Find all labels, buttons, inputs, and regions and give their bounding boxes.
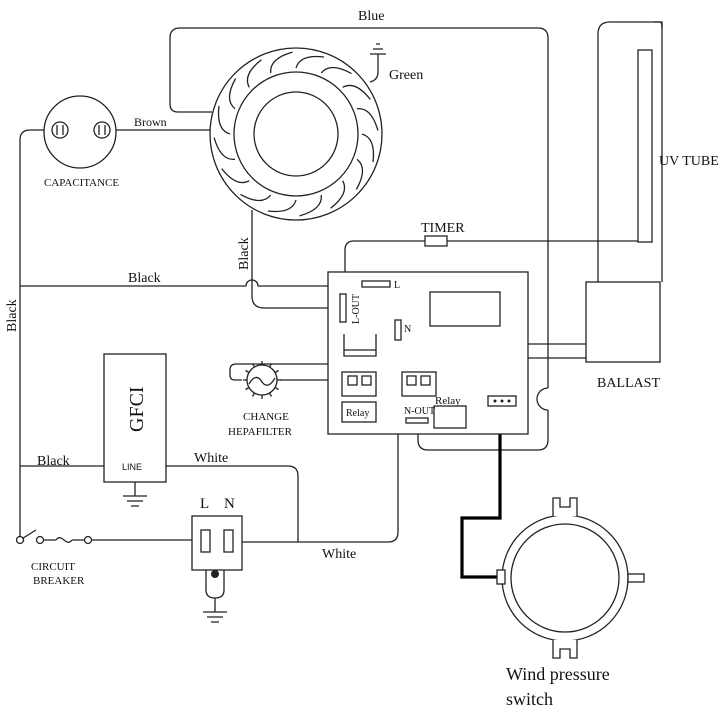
capacitor — [43, 95, 117, 169]
black-fan-wire — [251, 210, 340, 309]
l-out-terminal — [339, 293, 347, 323]
green-label: Green — [389, 68, 423, 83]
n-terminal — [394, 319, 402, 341]
breaker-contact-1 — [15, 535, 25, 545]
timer-wire — [344, 240, 638, 278]
circuit-label: CIRCUIT — [31, 561, 75, 573]
sensor-tick — [274, 386, 279, 391]
sensor-tick — [268, 392, 273, 397]
fan-blade — [267, 199, 297, 213]
fan-ground-icon — [369, 43, 386, 83]
plug-n-slot — [223, 529, 234, 553]
timer-fuse[interactable] — [424, 235, 448, 247]
fan-blade — [221, 168, 250, 184]
display-window — [429, 291, 501, 327]
neutral-wire — [236, 340, 399, 543]
change-label: CHANGE — [243, 411, 289, 423]
power-plug — [191, 515, 243, 623]
fan-blade — [228, 78, 237, 110]
wind-pressure-label: Wind pressure — [506, 664, 610, 684]
breaker-label: BREAKER — [33, 575, 85, 587]
fan-blade — [240, 193, 272, 202]
fan-blade — [213, 137, 236, 160]
fan-blade — [342, 84, 371, 100]
l-terminal-label: L — [394, 280, 400, 291]
fan-blade — [330, 180, 346, 209]
uv-ballast-assembly — [585, 21, 663, 363]
black-left-label: Black — [5, 299, 20, 332]
l-out-label: L-OUT — [351, 294, 362, 324]
ballast-box — [585, 281, 661, 363]
breaker-contact-2 — [35, 535, 45, 545]
sensor-tick — [268, 363, 273, 368]
black-fan-label: Black — [237, 237, 252, 270]
l-terminal — [361, 280, 391, 288]
relay-left-label: Relay — [346, 408, 369, 419]
blue-wire-return — [417, 410, 549, 451]
n-out-label: N-OUT — [404, 406, 435, 417]
black-wire-horizontal — [20, 279, 343, 300]
fan-motor — [209, 47, 383, 221]
fan-blade — [295, 55, 325, 69]
fan-blade — [299, 194, 322, 217]
wires — [19, 27, 638, 579]
sensor-tick — [274, 369, 279, 374]
black-gfci-label: Black — [37, 454, 70, 469]
fan-blade — [270, 51, 293, 74]
n-out-terminal — [405, 417, 429, 424]
text-labels: Blue Green Brown CAPACITANCE Black Black… — [5, 9, 719, 709]
fan-blade — [246, 59, 262, 88]
uv-tube — [637, 49, 653, 243]
fan-blade — [355, 158, 364, 190]
blue-wire — [169, 27, 549, 388]
pressure-switch-wire[interactable] — [460, 404, 504, 579]
sensor-tick — [251, 363, 256, 368]
wind-pressure-switch[interactable] — [496, 497, 645, 659]
breaker-contact-3 — [83, 535, 93, 545]
relay-left — [341, 401, 377, 423]
relay-right-label: Relay — [435, 395, 461, 407]
blue-wire-notch — [536, 387, 549, 411]
gfci-unit — [103, 353, 167, 507]
black-mid-label: Black — [128, 271, 161, 286]
hepafilter-label: HEPAFILTER — [228, 426, 293, 438]
breaker-line — [19, 529, 200, 543]
white-bottom-label: White — [322, 547, 356, 562]
fan-blades — [213, 51, 379, 217]
sensor-tick — [245, 369, 250, 374]
gfci-line-label: LINE — [122, 462, 142, 472]
gfci-white-wire — [166, 465, 299, 542]
fan-blade — [356, 108, 379, 131]
sensor-tick — [251, 392, 256, 397]
sensor-tick — [245, 386, 250, 391]
plug-n-label: N — [224, 496, 235, 512]
control-board — [327, 271, 529, 435]
hepafilter-sensor — [243, 361, 281, 399]
brown-label: Brown — [134, 115, 167, 129]
blue-label: Blue — [358, 9, 384, 24]
relay-right — [433, 405, 467, 429]
fan-blade — [217, 105, 231, 135]
capacitance-label: CAPACITANCE — [44, 177, 119, 189]
left-black-wire — [19, 129, 52, 540]
plug-l-slot — [200, 529, 211, 553]
uv-tube-label: UV TUBE — [659, 154, 719, 169]
switch-label: switch — [506, 689, 553, 709]
ballast-label: BALLAST — [597, 376, 660, 391]
n-terminal-label: N — [404, 324, 411, 335]
timer-label: TIMER — [421, 221, 465, 236]
gfci-label: GFCI — [126, 386, 148, 432]
white-top-label: White — [194, 451, 228, 466]
fan-blade — [320, 66, 352, 75]
plug-l-label: L — [200, 496, 209, 512]
fan-blade — [361, 133, 375, 163]
